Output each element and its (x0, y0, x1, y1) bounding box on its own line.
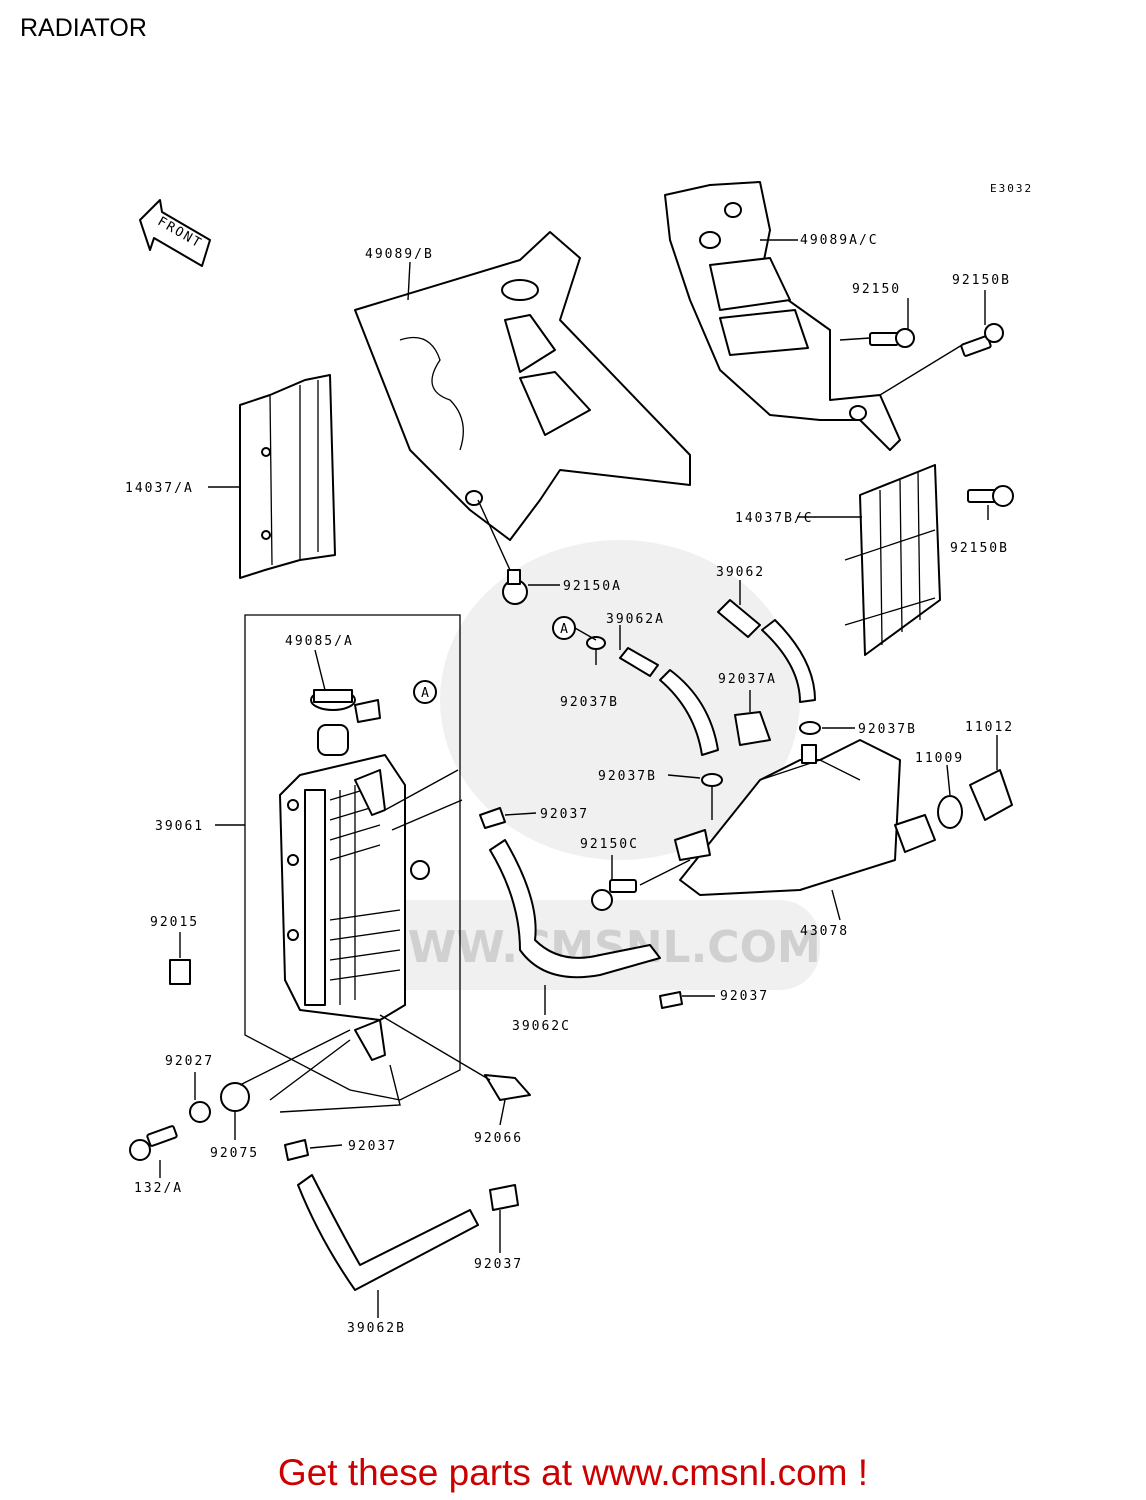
label-11009: 11009 (915, 751, 964, 766)
label-92150b-top: 92150B (952, 273, 1011, 288)
clamp-92037b-b-part (799, 721, 821, 735)
bolt-92150-part (869, 328, 915, 348)
label-92015: 92015 (150, 915, 199, 930)
label-92037-d: 92037 (474, 1257, 523, 1272)
nut-92015-part (169, 959, 191, 985)
shroud-left-part (354, 231, 691, 541)
footer-link-text[interactable]: Get these parts at www.cmsnl.com ! (277, 1452, 869, 1493)
label-92037b-a: 92037B (560, 695, 619, 710)
label-49089ac: 49089A/C (800, 233, 879, 248)
label-92075: 92075 (210, 1146, 259, 1161)
ref-a-circle-1 (413, 680, 437, 704)
label-43078: 43078 (800, 924, 849, 939)
radiator-cap-part (310, 689, 356, 711)
radiator-part (279, 724, 430, 1061)
clamp-92037-a-part (479, 807, 506, 829)
bolt-132a-part (129, 1125, 178, 1161)
label-39062c: 39062C (512, 1019, 571, 1034)
shroud-right-part (664, 181, 901, 451)
cap-11012-part (969, 769, 1013, 821)
reservoir-tank-part (674, 739, 936, 896)
label-39062: 39062 (716, 565, 765, 580)
clamp-92037-d-part (489, 1184, 519, 1211)
label-132a: 132/A (134, 1181, 183, 1196)
bolt-92150c-part (591, 879, 637, 911)
clamp-92037-b-part (659, 991, 683, 1009)
leader-lines (159, 239, 998, 1318)
gasket-11009-part (937, 795, 963, 829)
grommet-92075-part (220, 1082, 250, 1112)
label-92037b-b: 92037B (858, 722, 917, 737)
radiator-frame (244, 614, 461, 1101)
label-92037a: 92037A (718, 672, 777, 687)
diagram-code: E3032 (990, 182, 1033, 195)
watermark: WWW.CMSNL.COM (359, 540, 821, 990)
label-92150a: 92150A (563, 579, 622, 594)
label-11012: 11012 (965, 720, 1014, 735)
label-39061: 39061 (155, 819, 204, 834)
clamp-92037-c-part (284, 1139, 309, 1161)
clamp-92037b-a-part (586, 636, 606, 650)
label-39062a: 39062A (606, 612, 665, 627)
label-92066: 92066 (474, 1131, 523, 1146)
label-14037bc: 14037B/C (735, 511, 814, 526)
bolt-92150b-top-part (960, 323, 1004, 357)
hose-39062-part (717, 599, 816, 703)
sensor-92066-part (484, 1074, 531, 1101)
label-49089b: 49089/B (365, 247, 434, 262)
ref-a-label-1: A (421, 686, 429, 701)
bolt-92150a-part (502, 569, 528, 605)
hose-39062a-part (619, 647, 719, 756)
label-92037-a: 92037 (540, 807, 589, 822)
clamp-92037b-c-part (701, 773, 723, 787)
label-14037a: 14037/A (125, 481, 194, 496)
page-title: RADIATOR (20, 14, 147, 42)
hose-clip-part (354, 699, 381, 723)
label-92150c: 92150C (580, 837, 639, 852)
label-49085a: 49085/A (285, 634, 354, 649)
label-92037-c: 92037 (348, 1139, 397, 1154)
label-39062b: 39062B (347, 1321, 406, 1336)
hose-39062b-part (297, 1174, 479, 1291)
bolt-92150b-side-part (967, 485, 1014, 507)
clamp-92037a-part (734, 711, 771, 746)
collar-92027-part (189, 1101, 211, 1123)
label-92150: 92150 (852, 282, 901, 297)
label-92150b-side: 92150B (950, 541, 1009, 556)
label-92027: 92027 (165, 1054, 214, 1069)
ref-a-label-2: A (560, 622, 568, 637)
label-92037b-c: 92037B (598, 769, 657, 784)
louver-left-part (239, 374, 336, 579)
front-arrow-icon: FRONT (139, 199, 211, 267)
louver-right-part (844, 464, 941, 656)
hose-39062c-part (489, 839, 661, 979)
label-92037-b: 92037 (720, 989, 769, 1004)
